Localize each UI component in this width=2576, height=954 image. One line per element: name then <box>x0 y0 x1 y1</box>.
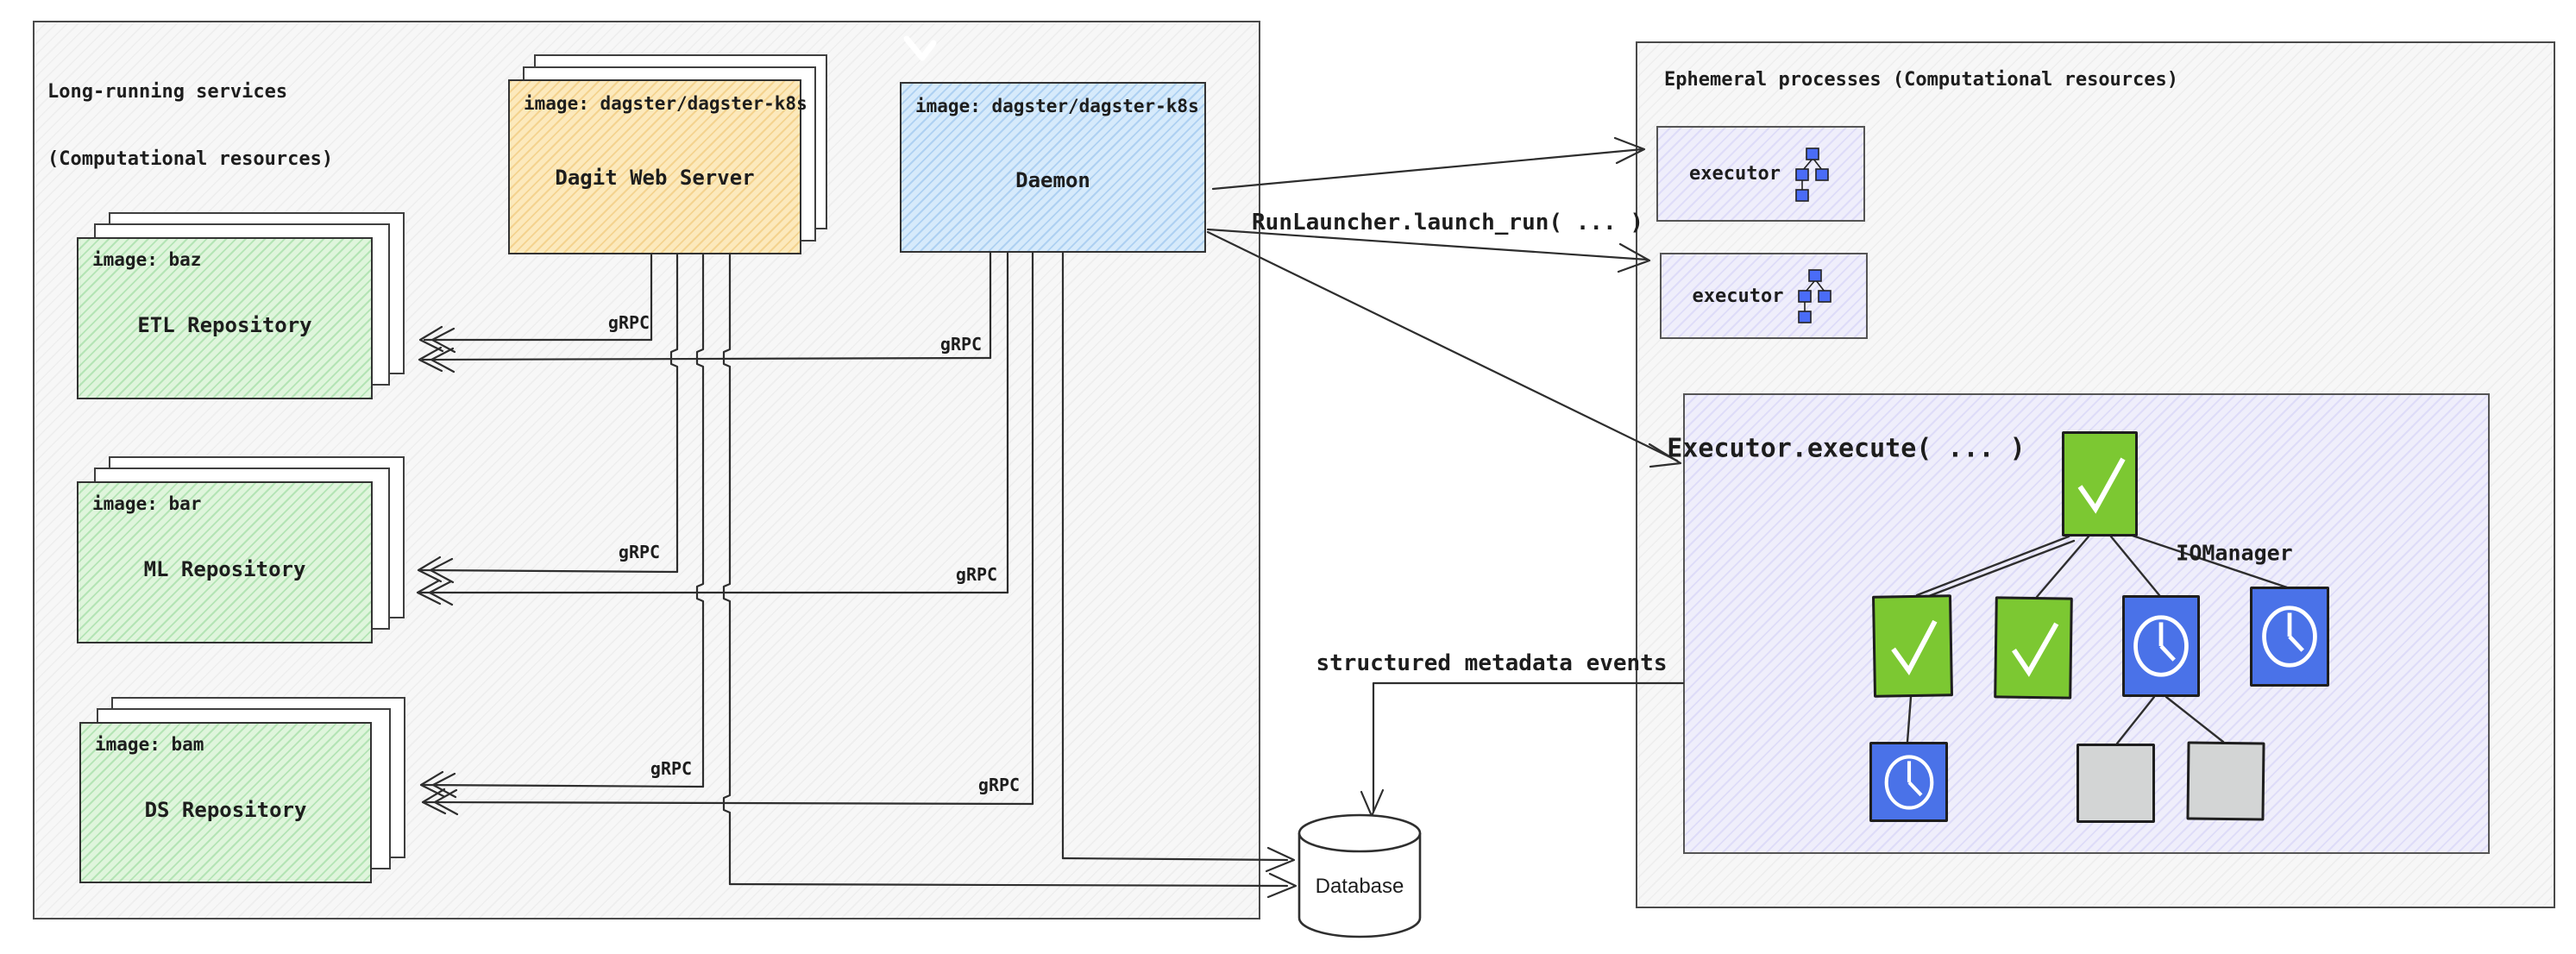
left-panel-title: Long-running services (Computational res… <box>47 36 333 216</box>
executor-2-label: executor <box>1692 285 1784 307</box>
dag-node-pending-b <box>2186 741 2265 821</box>
mini-dag-icon <box>1798 269 1832 323</box>
executor-execute-title: Executor.execute( ... ) <box>1667 433 2026 464</box>
dag-node-clock-b <box>2250 587 2329 687</box>
clock-icon <box>1884 754 1933 810</box>
daemon-execute-arrow <box>1206 230 1679 462</box>
ml-image-label: image: bar <box>92 493 202 514</box>
ml-name: ML Repository <box>143 557 306 581</box>
dag-node-check-a <box>1871 594 1954 698</box>
clock-icon <box>2262 606 2317 668</box>
check-icon <box>2012 622 2059 677</box>
daemon-name: Daemon <box>1015 168 1090 192</box>
dagit-name: Dagit Web Server <box>555 166 755 190</box>
grpc-label-dagit-ml: gRPC <box>618 542 661 562</box>
grpc-label-dagit-etl: gRPC <box>607 312 650 333</box>
daemon-image-label: image: dagster/dagster-k8s <box>915 96 1199 116</box>
run-launcher-label: RunLauncher.launch_run( ... ) <box>1252 210 1643 235</box>
dag-node-check-b <box>1994 596 2073 700</box>
check-icon <box>2077 457 2126 514</box>
dagit-image-label: image: dagster/dagster-k8s <box>524 93 807 114</box>
daemon-box: image: dagster/dagster-k8s Daemon <box>900 82 1206 253</box>
check-icon <box>1891 619 1938 675</box>
db-arrowhead-1 <box>1265 846 1296 873</box>
left-panel-title-line2: (Computational resources) <box>47 148 334 170</box>
left-panel-title-line1: Long-running services <box>47 81 288 103</box>
grpc-label-dagit-ds: gRPC <box>650 758 693 779</box>
db-top-arrowhead <box>1360 788 1385 818</box>
mini-dag-icon <box>1795 147 1829 202</box>
dagit-web-server-box: image: dagster/dagster-k8s Dagit Web Ser… <box>508 79 807 254</box>
right-panel-title: Ephemeral processes (Computational resou… <box>1664 69 2179 91</box>
etl-image-label: image: baz <box>92 249 202 270</box>
clock-icon <box>2133 615 2189 677</box>
grpc-label-daemon-ds: gRPC <box>977 775 1021 795</box>
etl-name: ETL Repository <box>137 313 312 337</box>
grpc-label-daemon-ml: gRPC <box>955 564 998 585</box>
daemon-executor1-arrow <box>1211 147 1644 191</box>
dag-node-pending-a <box>2077 744 2155 823</box>
executor-box-2: executor <box>1660 253 1868 339</box>
ds-image-label: image: bam <box>95 734 204 755</box>
dag-node-clock-c <box>1869 742 1948 822</box>
ml-repository-box: image: bar ML Repository <box>77 481 373 643</box>
db-arrowhead-2 <box>1266 872 1297 899</box>
ds-repository-box: image: bam DS Repository <box>79 722 372 883</box>
executor-box-1: executor <box>1656 126 1865 222</box>
dag-node-root-check <box>2062 431 2138 537</box>
iomanager-label: IOManager <box>2176 540 2293 566</box>
ds-name: DS Repository <box>144 798 307 822</box>
executor-1-label: executor <box>1689 163 1781 185</box>
database-label: Database <box>1315 875 1404 898</box>
grpc-label-daemon-etl: gRPC <box>939 334 983 355</box>
metadata-events-label: structured metadata events <box>1316 650 1668 676</box>
etl-repository-box: image: baz ETL Repository <box>77 237 373 399</box>
dag-node-clock-a <box>2122 595 2200 697</box>
